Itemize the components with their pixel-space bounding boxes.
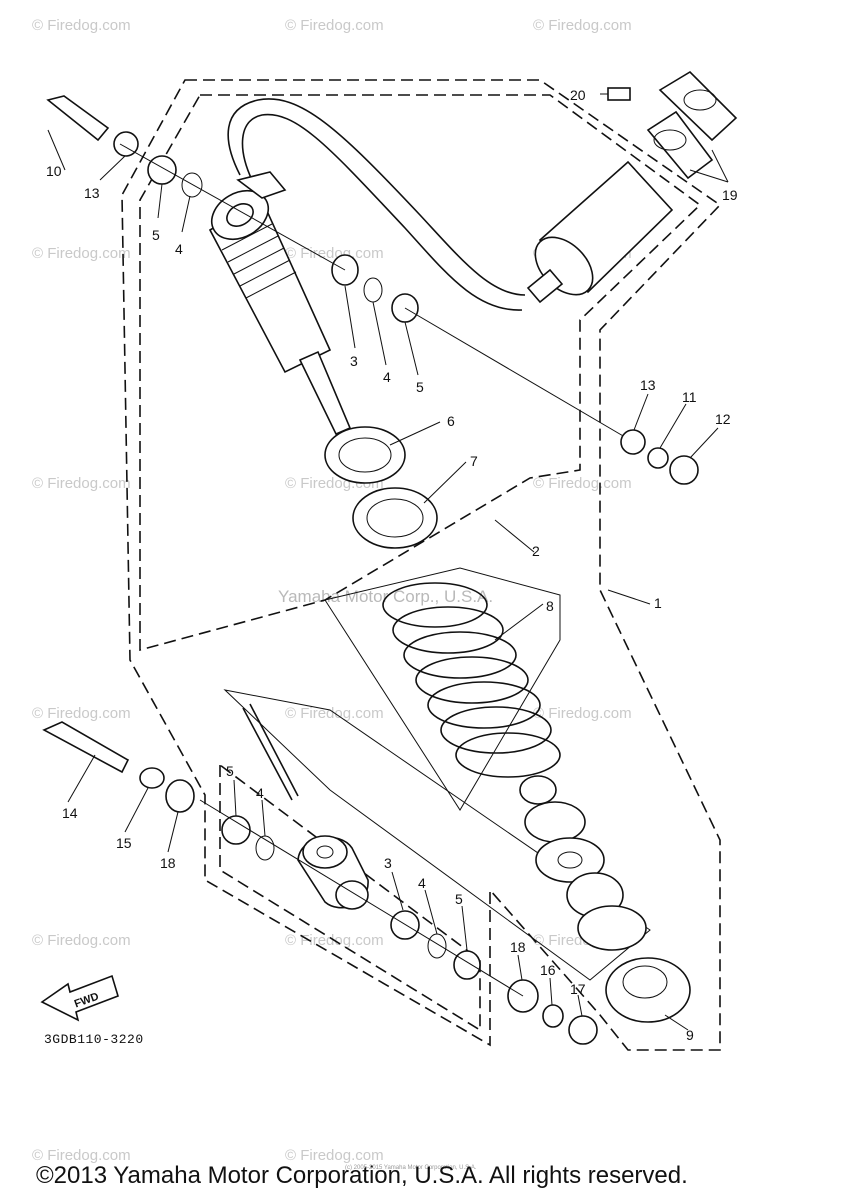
spring-adjuster-rings	[324, 426, 438, 549]
callout-4: 4	[418, 875, 426, 891]
washer-11	[647, 447, 669, 469]
oil-seal-5-upper	[147, 155, 177, 185]
lower-group-boundary	[223, 689, 651, 981]
watermark-text: © Firedog.com	[533, 705, 632, 722]
callout-3: 3	[384, 855, 392, 871]
watermark-text: © Firedog.com	[533, 475, 632, 492]
callout-5: 5	[226, 763, 234, 779]
oil-seal-5-lower	[453, 950, 481, 980]
callout-20: 20	[570, 87, 586, 103]
callout-14: 14	[62, 805, 78, 821]
callout-15: 15	[116, 835, 132, 851]
callout-16: 16	[540, 962, 556, 978]
watermark-text: © Firedog.com	[32, 17, 131, 34]
callout-3: 3	[350, 353, 358, 369]
oil-seal-5-lower-left	[221, 815, 251, 845]
shock-absorber-body	[208, 171, 352, 436]
circlip-4-lower	[427, 933, 447, 959]
bushing-3-lower	[390, 910, 420, 940]
fwd-arrow: FWD	[40, 974, 119, 1022]
leader-lines	[47, 93, 729, 1031]
watermark-text: © Firedog.com	[32, 1147, 131, 1164]
callout-18: 18	[160, 855, 176, 871]
collar-13-upper	[113, 131, 139, 157]
catalog-code: 3GDB110-3220	[44, 1032, 144, 1047]
ring-nut-6	[324, 426, 406, 484]
callout-19: 19	[722, 187, 738, 203]
watermark-text: © Firedog.com	[32, 475, 131, 492]
callout-1: 1	[654, 595, 662, 611]
callout-11: 11	[682, 389, 697, 405]
callout-9: 9	[686, 1027, 694, 1043]
reservoir-canister	[526, 160, 674, 304]
callout-13: 13	[84, 185, 100, 201]
watermark-text: © Firedog.com	[285, 1147, 384, 1164]
fine-print: (c) 2005-2015 Yamaha Motor Corporation, …	[345, 1165, 477, 1171]
collar-18-left	[165, 779, 195, 813]
watermark-text: © Firedog.com	[285, 17, 384, 34]
nut-12	[669, 455, 699, 485]
assembly-2-boundary	[139, 94, 702, 652]
circlip-4-upper	[181, 172, 203, 198]
nut-17	[568, 1015, 598, 1045]
watermark-center-text: Yamaha Motor Corp., U.S.A.	[278, 587, 493, 606]
bump-stop-stack	[519, 775, 647, 951]
coil-spring	[382, 582, 561, 778]
callout-4: 4	[383, 369, 391, 385]
callout-numbers: 10 13 5 4 3 4 5 6 7 2 1 8 13 11 12 19 20…	[46, 87, 738, 1043]
callout-17: 17	[570, 981, 586, 997]
lower-clevis	[242, 703, 369, 910]
callout-5: 5	[416, 379, 424, 395]
watermark-text: © Firedog.com	[32, 932, 131, 949]
hardware	[42, 95, 699, 1045]
circlip-4-mid	[363, 277, 383, 303]
callout-12: 12	[715, 411, 731, 427]
assembly-1-boundary	[121, 79, 722, 1051]
watermark-text: © Firedog.com	[32, 705, 131, 722]
watermark-text: © Firedog.com	[32, 245, 131, 262]
callout-4: 4	[256, 785, 264, 801]
watermark-text: © Firedog.com	[285, 245, 384, 262]
callout-2: 2	[532, 543, 540, 559]
push-rod	[242, 707, 293, 801]
reservoir-hose	[227, 98, 526, 311]
callout-8: 8	[546, 598, 554, 614]
rubber-cap-9	[605, 957, 691, 1023]
watermark-text: © Firedog.com	[533, 17, 632, 34]
callout-5: 5	[455, 891, 463, 907]
copyright-notice: ©2013 Yamaha Motor Corporation, U.S.A. A…	[36, 1162, 688, 1189]
bolt-20	[607, 87, 631, 101]
lock-nut-7	[352, 487, 438, 549]
spring-group-boundary	[324, 567, 561, 811]
bolt-10	[46, 95, 110, 142]
assembly-boundaries	[121, 79, 722, 1051]
callout-5: 5	[152, 227, 160, 243]
callout-4: 4	[175, 241, 183, 257]
callout-13: 13	[640, 377, 656, 393]
callout-6: 6	[447, 413, 455, 429]
washer-15	[139, 767, 165, 789]
upper-mount-bracket	[607, 70, 738, 180]
callout-7: 7	[470, 453, 478, 469]
callout-10: 10	[46, 163, 62, 179]
washer-16	[542, 1004, 564, 1028]
collar-13-right	[620, 429, 646, 455]
callout-18: 18	[510, 939, 526, 955]
bolt-14	[42, 721, 130, 774]
